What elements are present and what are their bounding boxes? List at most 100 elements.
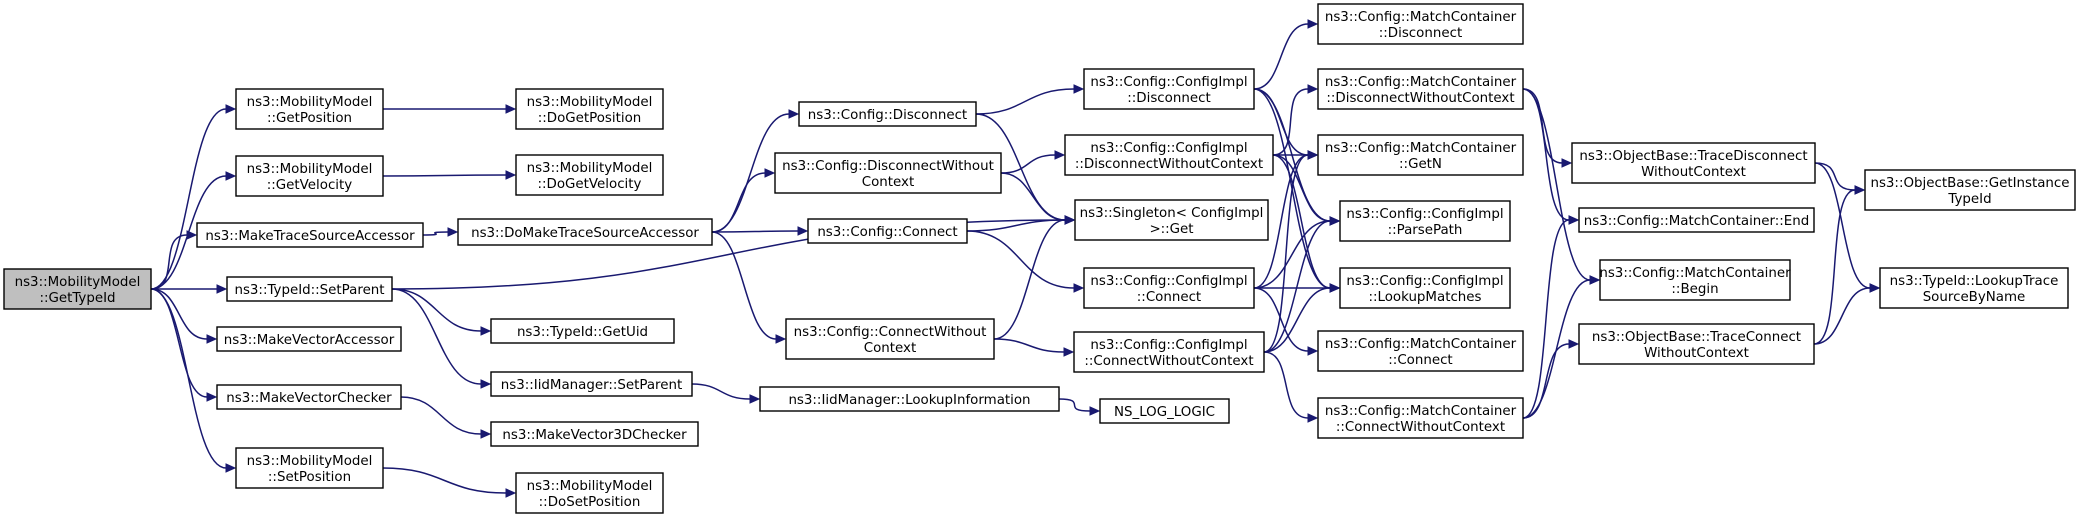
node-iid-set-parent[interactable]: ns3::IidManager::SetParent xyxy=(490,371,693,397)
edge-doMakeTSA-to-cfgConnectWC xyxy=(711,231,787,344)
node-label-line: ::Connect xyxy=(1388,353,1452,368)
node-do-get-velocity[interactable]: ns3::MobilityModel::DoGetVelocity xyxy=(515,154,664,196)
node-impl-disconnect-w-c[interactable]: ns3::Config::ConfigImpl::DisconnectWitho… xyxy=(1064,134,1274,176)
node-do-make-t-s-a[interactable]: ns3::DoMakeTraceSourceAccessor xyxy=(457,218,713,246)
edge-line xyxy=(993,219,1066,340)
node-make-vec-chk[interactable]: ns3::MakeVectorChecker xyxy=(216,384,402,410)
arrowhead xyxy=(225,463,237,473)
node-do-get-position[interactable]: ns3::MobilityModel::DoGetPosition xyxy=(515,88,664,130)
node-label-line: ns3::Config::MatchContainer xyxy=(1325,75,1517,90)
edge-line xyxy=(993,338,1065,353)
edge-line xyxy=(711,172,766,233)
node-mc-end[interactable]: ns3::Config::MatchContainer::End xyxy=(1578,207,1815,233)
node-label-line: ns3::Config::Disconnect xyxy=(808,108,967,123)
edge-line xyxy=(1000,154,1056,174)
node-ns-log-logic[interactable]: NS_LOG_LOGIC xyxy=(1099,398,1230,424)
edge-line xyxy=(1000,172,1066,221)
node-label-line: ns3::Config::ConfigImpl xyxy=(1346,207,1503,222)
edge-doMakeTSA-to-cfgDisconnectWC xyxy=(711,168,776,233)
node-lookup-info[interactable]: ns3::IidManager::LookupInformation xyxy=(759,386,1060,412)
node-impl-disconnect[interactable]: ns3::Config::ConfigImpl::Disconnect xyxy=(1083,68,1255,110)
edge-iidSetParent-to-lookupInfo xyxy=(691,383,761,404)
node-label-line: ns3::Config::DisconnectWithout xyxy=(782,159,994,174)
node-label-line: ::GetTypeId xyxy=(39,291,115,306)
node-label-line: WithoutContext xyxy=(1644,346,1749,361)
node-box xyxy=(216,384,402,410)
node-box xyxy=(1317,330,1524,372)
node-label-line: ns3::Config::MatchContainer xyxy=(1599,266,1791,281)
node-mc-connect-w-c[interactable]: ns3::Config::MatchContainer::ConnectWith… xyxy=(1317,397,1524,439)
edge-line xyxy=(1522,88,1570,221)
arrowhead xyxy=(505,104,517,114)
node-ob-trace-connect-w-c[interactable]: ns3::ObjectBase::TraceConnectWithoutCont… xyxy=(1578,323,1815,365)
node-cfg-connect[interactable]: ns3::Config::Connect xyxy=(807,218,968,244)
edge-line xyxy=(1522,219,1570,419)
node-cfg-connect-w-c[interactable]: ns3::Config::ConnectWithoutContext xyxy=(785,318,995,360)
node-box xyxy=(235,88,384,130)
node-get-position[interactable]: ns3::MobilityModel::GetPosition xyxy=(235,88,384,130)
node-make-t-s-a[interactable]: ns3::MakeTraceSourceAccessor xyxy=(196,222,424,248)
node-box xyxy=(216,326,402,352)
edge-line xyxy=(1058,398,1091,412)
edge-line xyxy=(966,230,1075,289)
arrowhead xyxy=(1073,283,1085,293)
node-box xyxy=(1879,267,2069,309)
node-label-line: ns3::Config::ConfigImpl xyxy=(1090,75,1247,90)
edge-line xyxy=(400,396,482,435)
node-label-line: ::GetVelocity xyxy=(267,178,352,193)
node-get-velocity[interactable]: ns3::MobilityModel::GetVelocity xyxy=(235,155,384,197)
edge-line xyxy=(1272,154,1331,222)
node-label-line: ns3::Config::ConnectWithout xyxy=(794,325,987,340)
node-do-set-position[interactable]: ns3::MobilityModel::DoSetPosition xyxy=(515,472,664,514)
node-label-line: ns3::ObjectBase::GetInstance xyxy=(1870,176,2069,191)
node-make-vec3-d[interactable]: ns3::MakeVector3DChecker xyxy=(490,421,699,447)
edge-line xyxy=(1272,88,1309,156)
node-label-line: ns3::DoMakeTraceSourceAccessor xyxy=(471,226,699,241)
node-impl-connect[interactable]: ns3::Config::ConfigImpl::Connect xyxy=(1083,267,1255,309)
node-cfg-disconnect-w-c[interactable]: ns3::Config::DisconnectWithoutContext xyxy=(774,152,1002,194)
node-label-line: ::DoGetVelocity xyxy=(538,177,642,192)
node-parse-path[interactable]: ns3::Config::ConfigImpl::ParsePath xyxy=(1339,200,1511,242)
node-label-line: ns3::Config::ConfigImpl xyxy=(1090,338,1247,353)
node-box xyxy=(1064,134,1274,176)
node-mc-get-n[interactable]: ns3::Config::MatchContainer::GetN xyxy=(1317,134,1524,176)
node-get-uid[interactable]: ns3::TypeId::GetUid xyxy=(490,318,675,344)
node-label-line: ns3::MobilityModel xyxy=(527,95,653,110)
arrowhead xyxy=(1307,346,1319,356)
edge-line xyxy=(1814,162,1871,289)
edge-line xyxy=(1253,23,1309,90)
arrowhead xyxy=(505,170,517,180)
node-set-parent[interactable]: ns3::TypeId::SetParent xyxy=(226,276,393,302)
node-label-line: ns3::Config::Connect xyxy=(817,225,957,240)
node-box xyxy=(515,88,664,130)
node-make-vec-acc[interactable]: ns3::MakeVectorAccessor xyxy=(216,326,402,352)
edges-layer xyxy=(150,19,1881,498)
edge-getPosition-to-doGetPosition xyxy=(383,104,517,114)
arrowhead xyxy=(447,227,459,237)
node-label-line: ::Disconnect xyxy=(1127,91,1210,106)
node-mc-disconnect[interactable]: ns3::Config::MatchContainer::Disconnect xyxy=(1317,3,1524,45)
node-mc-disconnect-w-c[interactable]: ns3::Config::MatchContainer::DisconnectW… xyxy=(1317,68,1524,110)
arrowhead xyxy=(216,284,228,294)
node-label-line: ns3::MobilityModel xyxy=(247,454,373,469)
node-box xyxy=(3,268,152,310)
arrowhead xyxy=(797,226,809,236)
node-label-line: ns3::IidManager::LookupInformation xyxy=(788,393,1030,408)
node-ob-trace-disconnect-w-c[interactable]: ns3::ObjectBase::TraceDisconnectWithoutC… xyxy=(1571,142,1816,184)
edge-setParent-to-getUid xyxy=(391,288,492,336)
edge-setParent-to-iidSetParent xyxy=(391,288,492,389)
edge-line xyxy=(966,219,1066,232)
node-set-position[interactable]: ns3::MobilityModel::SetPosition xyxy=(235,447,384,489)
node-mc-begin[interactable]: ns3::Config::MatchContainer::Begin xyxy=(1599,259,1791,301)
node-box xyxy=(1864,169,2076,211)
node-cfg-disconnect[interactable]: ns3::Config::Disconnect xyxy=(798,101,977,127)
node-mc-connect[interactable]: ns3::Config::MatchContainer::Connect xyxy=(1317,330,1524,372)
node-lookup-matches[interactable]: ns3::Config::ConfigImpl::LookupMatches xyxy=(1339,267,1511,309)
node-impl-connect-w-c[interactable]: ns3::Config::ConfigImpl::ConnectWithoutC… xyxy=(1073,331,1265,373)
edge-line xyxy=(1522,279,1591,419)
edge-line xyxy=(382,467,507,494)
node-box xyxy=(235,447,384,489)
node-singleton-get[interactable]: ns3::Singleton< ConfigImpl >::Get xyxy=(1074,199,1269,241)
